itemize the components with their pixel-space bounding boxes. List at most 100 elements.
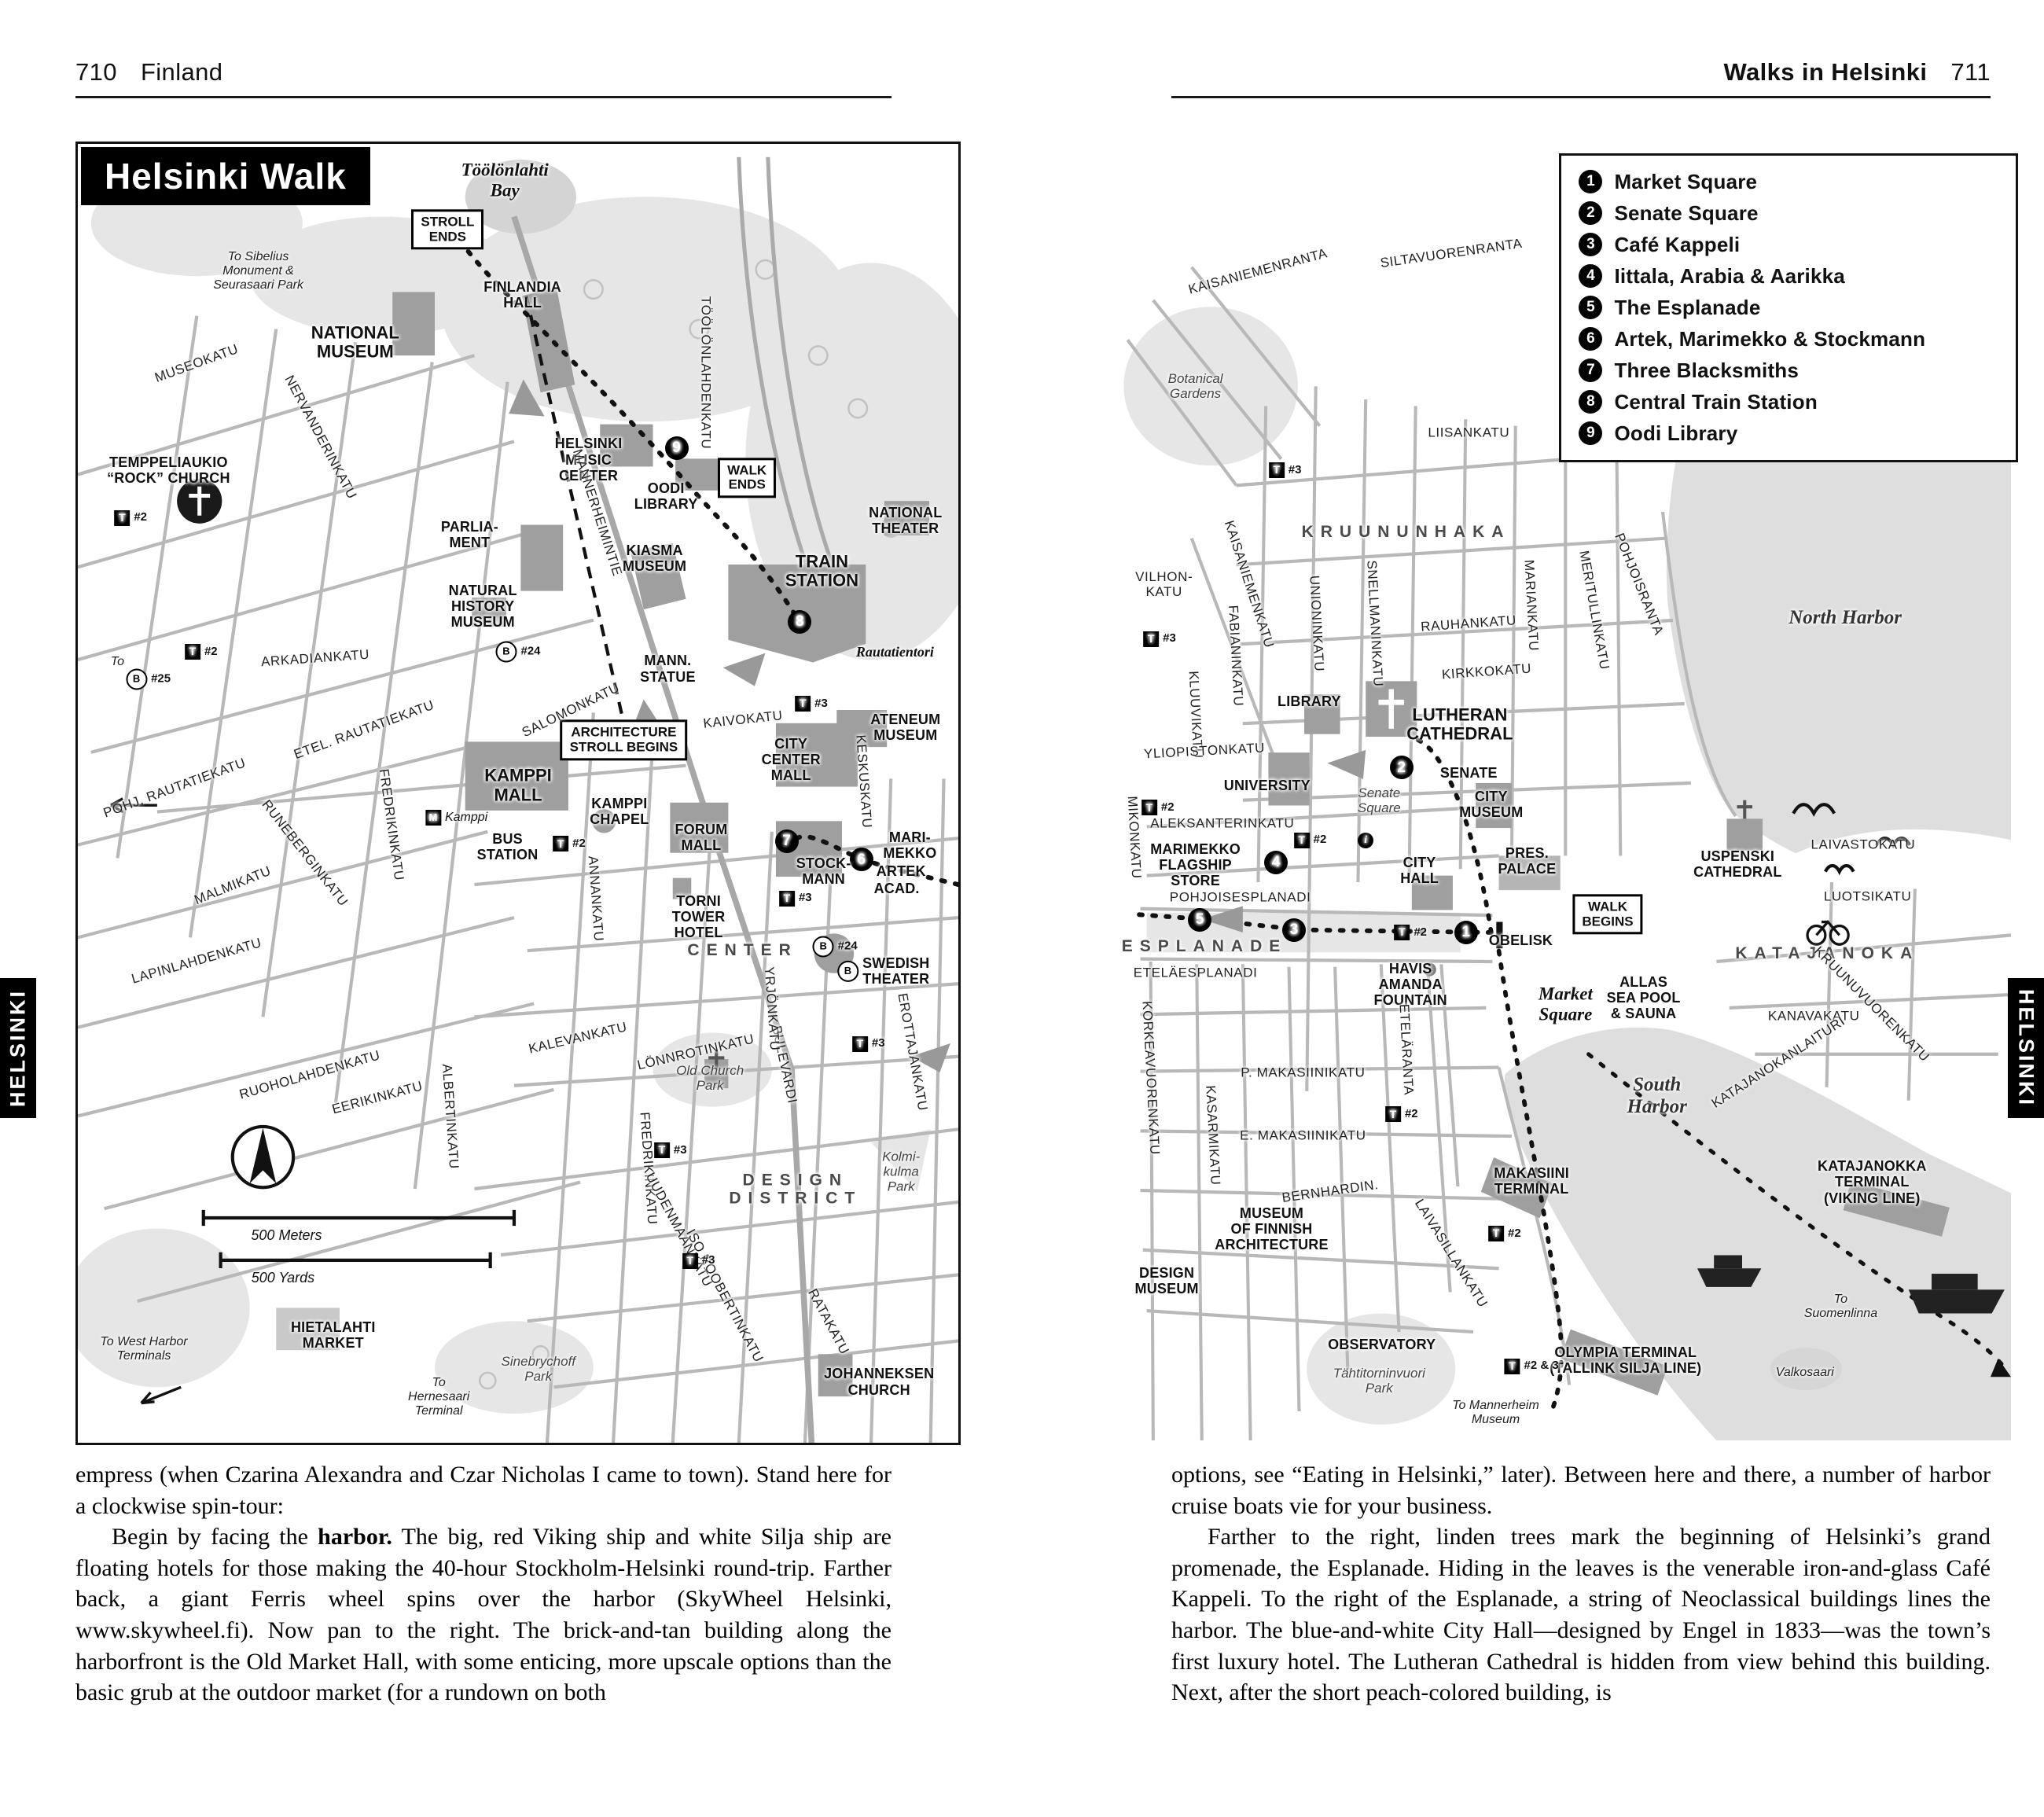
walk-stop-badge-8: 8 <box>788 609 812 634</box>
transit-stop-marker: T#3 <box>795 696 828 712</box>
right-page-title: Walks in Helsinki <box>1723 58 1928 86</box>
transit-stop-marker: T#3 <box>1143 631 1176 647</box>
map-label: To West Harbor Terminals <box>100 1335 188 1363</box>
map-label: HIETALAHTI MARKET <box>290 1319 376 1351</box>
uspenski-cross-icon <box>1737 800 1753 819</box>
walk-stop-badge-4: 4 <box>1264 850 1289 874</box>
tram-stop-icon: T <box>114 509 131 526</box>
map-label: CENTER <box>687 941 798 960</box>
map-label: Market Square <box>1538 984 1593 1024</box>
map-label: MARIMEKKO FLAGSHIP STORE <box>1150 840 1241 889</box>
map-label: TRAIN STATION <box>785 550 859 590</box>
map-label: CITY HALL <box>1400 854 1439 886</box>
tram-stop-icon: T <box>1268 462 1285 478</box>
tram-stop-icon: T <box>778 890 795 907</box>
lutheran-cathedral-cross-icon <box>1378 689 1405 729</box>
walk-route-map-graphics <box>1123 227 2011 1440</box>
map-label: LAIVASTOKATU <box>1811 837 1916 852</box>
transit-stop-marker: B#25 <box>126 668 171 690</box>
map-label: ALEKSANTERINKATU <box>1150 815 1295 831</box>
map-label: To Mannerheim Museum <box>1452 1399 1539 1427</box>
tram-stop-icon: T <box>1143 631 1160 647</box>
transit-stop-marker: T#2 <box>184 643 218 660</box>
tree-icons <box>478 259 902 1390</box>
map-label: ALLAS SEA POOL & SAUNA <box>1606 973 1681 1021</box>
map-label: Senate Square <box>1357 785 1401 815</box>
map-label: ETELÄESPLANADI <box>1133 965 1258 980</box>
transit-stop-marker: T#3 <box>682 1252 715 1269</box>
map-label: ACAD. <box>873 880 920 896</box>
transit-stop-marker: T#3 <box>1268 462 1301 478</box>
walk-stop-badge-7: 7 <box>774 829 799 854</box>
map-label: KAMPPI CHAPEL <box>590 795 649 828</box>
toolonlahti-bay-label: Töölönlahti Bay <box>461 160 549 200</box>
map-label: To Sibelius Monument & Seurasaari Park <box>213 250 303 292</box>
buildings-layer <box>1268 681 1950 1396</box>
tram-stop-icon: T <box>1293 832 1310 848</box>
bus-stop-icon: B <box>837 960 859 982</box>
transit-stop-marker: T#2 <box>1293 832 1326 848</box>
map-label: CITY MUSEUM <box>1459 788 1524 820</box>
body-paragraph: options, see “Eating in Helsinki,” later… <box>1171 1462 1991 1519</box>
map-label: PRES. PALACE <box>1498 845 1557 877</box>
map-label: MARI- MEKKO <box>883 829 937 862</box>
map-label: NATIONAL MUSEUM <box>311 322 399 362</box>
map-label: UNIVERSITY <box>1223 778 1311 794</box>
transit-stop-marker: T#2 & 3 <box>1504 1358 1559 1374</box>
map-label: POHJOISESPLANADI <box>1169 889 1311 905</box>
direction-arrow-icons <box>1201 749 1366 933</box>
left-page-section: Finland <box>140 58 223 86</box>
walk-stop-badge-1: 1 <box>1454 921 1478 945</box>
map-label: Rautatientori <box>855 643 934 660</box>
map-label: LIBRARY <box>1278 693 1341 709</box>
architecture-stroll-begins-label: ARCHITECTURE STROLL BEGINS <box>560 719 688 760</box>
map-label: P. MAKASIINIKATU <box>1241 1065 1366 1080</box>
ship-icons <box>1697 1255 2005 1314</box>
map-label: USPENSKI CATHEDRAL <box>1693 848 1782 880</box>
transit-stop-marker: T#3 <box>653 1142 687 1159</box>
map-label: To Suomenlinna <box>1803 1292 1878 1320</box>
tram-stop-icon: T <box>1141 800 1157 816</box>
body-paragraph: Farther to the right, linden trees mark … <box>1171 1524 1991 1706</box>
map-label: KATAJANOKA <box>1735 943 1920 962</box>
map-label: MAKASIINI TERMINAL <box>1494 1164 1569 1197</box>
map-label: OBSERVATORY <box>1328 1336 1436 1352</box>
map-label: NATIONAL THEATER <box>869 504 943 537</box>
map-label: Kolmi- kulma Park <box>882 1149 921 1194</box>
map-title: Helsinki Walk <box>81 147 370 205</box>
map-label: KANAVAKATU <box>1767 1008 1860 1024</box>
body-paragraph: empress (when Czarina Alexandra and Czar… <box>75 1462 891 1519</box>
right-page-number: 711 <box>1950 58 1991 86</box>
map-label: HAVIS AMANDA FOUNTAIN <box>1373 960 1447 1009</box>
tram-stop-icon: T <box>553 836 569 852</box>
small-arrow-icons <box>110 797 182 1405</box>
transit-stop-marker: T#3 <box>778 890 812 907</box>
body-column-left: empress (when Czarina Alexandra and Czar… <box>75 1459 891 1708</box>
walk-stop-badge-2: 2 <box>1389 756 1414 780</box>
water-layer <box>1504 320 2011 1440</box>
map-label: BUS STATION <box>476 830 539 863</box>
ferry-route-path <box>1586 1052 2008 1371</box>
map-label: FORUM MALL <box>675 822 728 854</box>
tram-stop-icon: T <box>653 1142 670 1159</box>
katajanokka-peninsula <box>1665 829 2011 1163</box>
right-header-rule <box>1171 96 1991 98</box>
tram-stop-icon: T <box>1488 1226 1505 1242</box>
map-label: North Harbor <box>1788 607 1902 629</box>
compass-icon <box>230 1124 296 1190</box>
walk-stop-badge-5: 5 <box>1188 907 1212 932</box>
railway-tracks <box>737 156 836 582</box>
info-icon: i <box>1358 832 1374 848</box>
